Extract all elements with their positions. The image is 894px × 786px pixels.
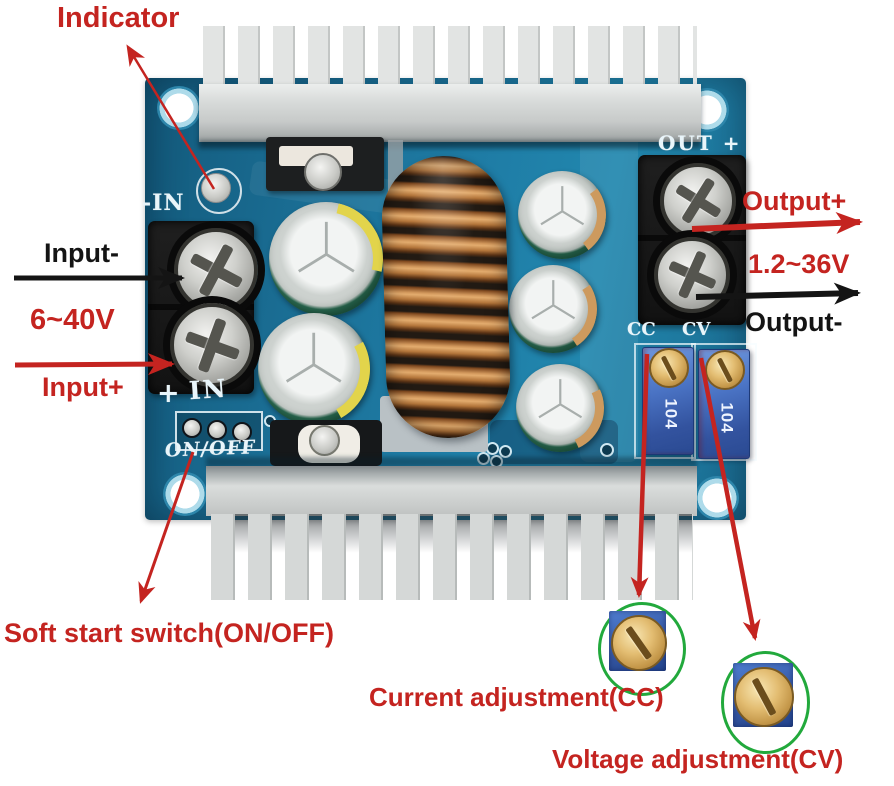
mounting-hole-bottom-right	[695, 476, 739, 520]
cv-trimpot-screw	[705, 350, 745, 390]
cc-pot-silkscreen	[634, 343, 696, 459]
capacitor-vent-lines	[286, 332, 342, 383]
trimpot-marking: 104	[717, 402, 737, 434]
silkscreen-in-word: IN	[188, 373, 229, 406]
silkscreen-plus: +	[157, 378, 180, 409]
capacitor-large	[247, 180, 405, 338]
input-negative-screw	[174, 228, 258, 312]
annotation-current-adjustment: Current adjustment(CC)	[369, 682, 664, 712]
heatsink-shadow	[206, 457, 697, 467]
indicator-led	[201, 173, 231, 203]
output-positive-screw	[660, 163, 736, 239]
annotation-output-plus: Output+	[742, 186, 847, 216]
cc-trimpot-screw	[649, 348, 689, 388]
capacitor-vent-lines	[538, 379, 582, 419]
via	[499, 445, 512, 458]
heatsink-shadow	[199, 140, 701, 149]
header-pin	[232, 422, 252, 442]
screw-slot	[661, 355, 677, 381]
silkscreen-cc: CC	[627, 319, 656, 340]
mounting-hole-top-left	[157, 86, 201, 130]
standoff-screw	[309, 425, 340, 456]
via	[477, 452, 490, 465]
screw-slot	[625, 625, 653, 661]
screw-slot	[680, 177, 715, 225]
silkscreen-in-label: -IN	[142, 190, 185, 216]
trimpot-marking: 104	[661, 398, 681, 430]
bottom-heatsink-fins	[211, 514, 693, 600]
annotation-voltage-adjustment: Voltage adjustment(CV)	[552, 744, 844, 774]
bottom-heatsink-base	[206, 466, 697, 516]
annotation-input-plus: Input+	[42, 372, 124, 402]
annotation-output-minus: Output-	[745, 307, 843, 337]
capacitor-small	[503, 351, 617, 465]
silkscreen-cv: CV	[682, 319, 711, 340]
magnifier-cv-circle	[721, 651, 810, 754]
header-pin	[207, 420, 227, 440]
via	[600, 443, 614, 457]
annotation-indicator: Indicator	[57, 2, 180, 34]
magnified-cc-screw	[611, 615, 667, 671]
capacitor-vent-lines	[531, 280, 575, 320]
capacitor-small	[512, 165, 612, 265]
screw-slot	[717, 357, 733, 383]
capacitor-vent-lines	[297, 221, 355, 273]
toroidal-inductor	[380, 154, 512, 440]
annotation-input-minus: Input-	[44, 238, 119, 268]
screw-slot	[751, 677, 777, 717]
capacitor-small	[500, 256, 606, 362]
capacitor-large	[244, 299, 384, 439]
transistor-screw	[304, 153, 342, 191]
output-negative-screw	[654, 237, 730, 313]
input-positive-screw	[170, 303, 254, 387]
annotation-input-range: 6~40V	[30, 304, 115, 336]
top-heatsink-base	[199, 84, 701, 142]
magnified-cv-screw	[734, 667, 794, 727]
capacitor-vent-lines	[540, 186, 584, 226]
mounting-hole-bottom-left	[163, 472, 207, 516]
top-heatsink-fins	[203, 26, 697, 86]
annotation-soft-start: Soft start switch(ON/OFF)	[4, 618, 334, 648]
silkscreen-out-label: OUT +	[658, 131, 742, 155]
magnifier-cc-circle	[598, 602, 686, 696]
annotation-output-range: 1.2~36V	[748, 249, 850, 279]
led-silkscreen-ring	[196, 168, 242, 214]
header-pin	[182, 418, 202, 438]
